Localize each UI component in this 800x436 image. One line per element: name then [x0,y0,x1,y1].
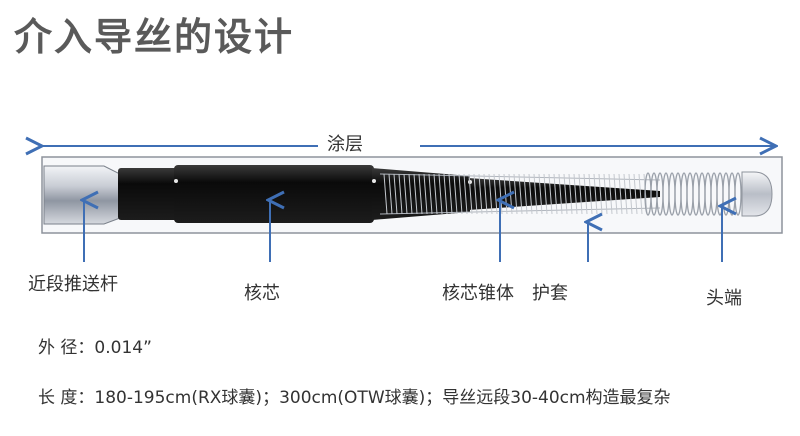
coil-strand [608,173,613,215]
coil-strand [628,173,633,215]
tip-coil [644,172,742,216]
coil-strand [488,173,493,215]
coil-strand [533,173,538,215]
label-coating: 涂层 [321,130,369,156]
outer-diameter-note: 外 径：0.014” [38,338,152,358]
length-note: 长 度：180-195cm(RX球囊)；300cm(OTW球囊)；导丝远段30-… [38,388,671,408]
coil-strand [408,173,413,215]
coil-strand [613,173,618,215]
coil-strand [623,173,628,215]
coil-strand [473,173,478,215]
coil-strand [388,173,393,215]
coil-strand [398,173,403,215]
label-proximal-pusher: 近段推送杆 [28,274,118,295]
coil-strand [593,173,598,215]
coil-strand [428,173,433,215]
page-title: 介入导丝的设计 [14,15,295,59]
coil-strand [563,173,568,215]
coil-strand [513,173,518,215]
coil-strand [483,173,488,215]
coil-strand [588,173,593,215]
coil-strand [468,173,473,215]
coil-strand [583,173,588,215]
coil-strand [413,173,418,215]
coil-strand [523,173,528,215]
coil-strand [558,173,563,215]
coil-strand [443,173,448,215]
coil-strand [433,173,438,215]
coil-strand [458,173,463,215]
coil-strand [528,173,533,215]
coil-strand [478,173,483,215]
label-core: 核芯 [244,283,280,304]
coil-strand [553,173,558,215]
coil-strand [603,173,608,215]
label-core-taper: 核芯锥体 [442,283,514,304]
coil-strand [453,173,458,215]
joint-dot [372,179,376,183]
coil-strand [578,173,583,215]
tip-shape [741,171,773,217]
coil-strand [543,173,548,215]
core-collar [118,168,178,220]
coil-strand [438,173,443,215]
coil-strand [618,173,623,215]
joint-dot [174,179,178,183]
coil-strand [518,173,523,215]
coil-loop [734,172,742,216]
label-tip: 头端 [706,288,742,309]
coil-strand [463,173,468,215]
core-body [174,165,374,223]
coil-strand [568,173,573,215]
coil-strand [448,173,453,215]
label-jacket: 护套 [532,283,568,304]
coil-strand [538,173,543,215]
coil-strand [423,173,428,215]
coil-strand [418,173,423,215]
coil-strand [393,173,398,215]
coil-strand [638,173,643,215]
coil-strand [573,173,578,215]
coil-strand [383,173,388,215]
coil-strand [633,173,638,215]
coil-strand [548,173,553,215]
coil-strand [598,173,603,215]
proximal-pusher-shape [43,165,121,225]
coil-strand [403,173,408,215]
